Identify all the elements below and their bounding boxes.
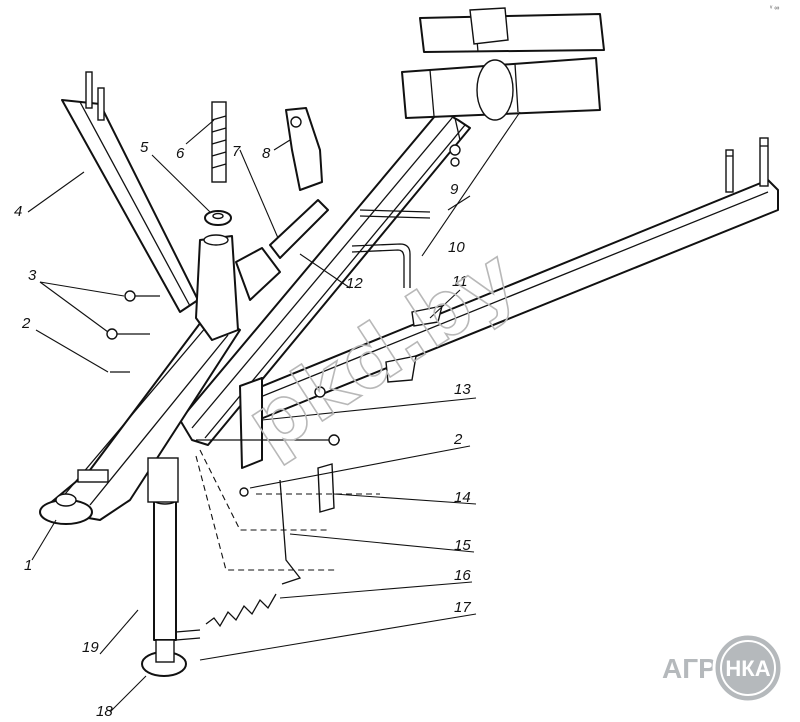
callout-10: 10	[448, 239, 465, 256]
assembly-lines	[195, 449, 380, 571]
callout-2b: 2	[453, 431, 463, 448]
callout-6: 6	[176, 145, 185, 162]
callout-9: 9	[450, 181, 459, 198]
logo-inner-text: НКА	[725, 656, 770, 681]
drawbar	[39, 309, 241, 525]
brand-logo: АГРО НКА	[662, 632, 784, 704]
callout-2: 2	[21, 315, 31, 332]
left-frame	[61, 71, 199, 313]
callout-12: 12	[346, 275, 363, 292]
callout-8: 8	[262, 145, 271, 162]
callout-1: 1	[24, 557, 32, 574]
callout-4: 4	[14, 203, 22, 220]
callout-5: 5	[140, 139, 149, 156]
stand-leg	[141, 457, 335, 677]
plates	[196, 305, 443, 469]
callout-19: 19	[82, 639, 99, 656]
corner-mark: ᵛ ∞	[769, 5, 779, 12]
leader-lines	[27, 111, 521, 713]
top-hitch	[401, 7, 605, 167]
callout-7: 7	[232, 143, 241, 160]
bolts	[106, 290, 249, 497]
callout-labels: 1 2 3 4 5 6 7 8 9 10 11 12 13 2 14 15 16…	[14, 139, 471, 720]
logo-circle	[712, 632, 784, 704]
center-post	[195, 101, 239, 341]
callout-14: 14	[454, 489, 471, 506]
callout-18: 18	[96, 703, 113, 720]
brackets	[235, 107, 329, 301]
callout-13: 13	[454, 381, 471, 398]
callout-16: 16	[454, 567, 471, 584]
callout-15: 15	[454, 537, 471, 554]
callout-3: 3	[28, 267, 37, 284]
pins	[351, 209, 431, 288]
logo-ring	[720, 640, 776, 696]
callout-11: 11	[452, 273, 468, 290]
callout-17: 17	[454, 599, 471, 616]
spring	[205, 593, 277, 628]
